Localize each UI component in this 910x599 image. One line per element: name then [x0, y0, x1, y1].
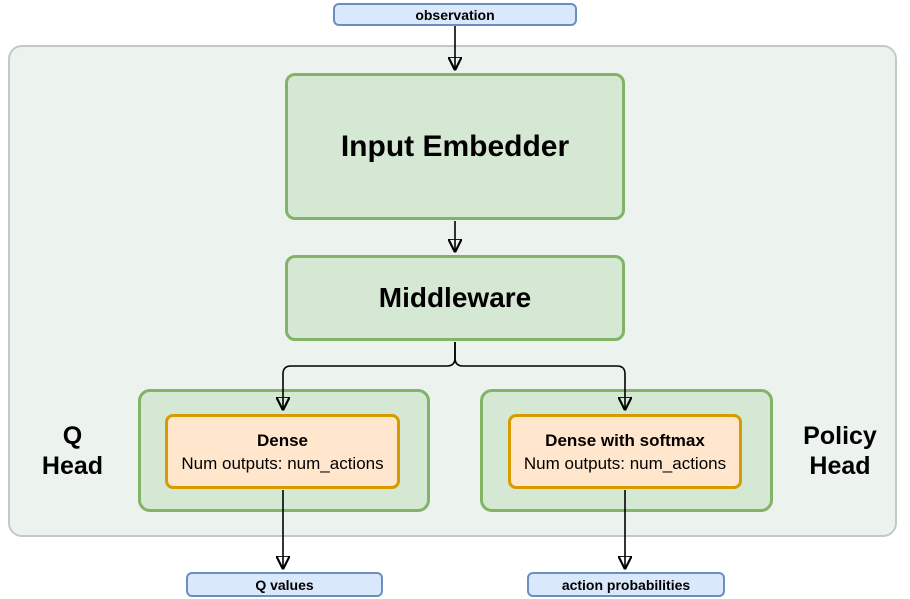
q-dense-subtitle: Num outputs: num_actions: [181, 453, 384, 473]
policy-head-label: Policy Head: [780, 415, 900, 487]
policy-head-label-line1: Policy: [803, 421, 877, 450]
q-head-dense-node: Dense Num outputs: num_actions: [165, 414, 400, 489]
observation-node: observation: [333, 3, 577, 26]
input-embedder-node: Input Embedder: [285, 73, 625, 220]
policy-head-label-line2: Head: [809, 452, 871, 480]
q-head-label-line2: Head: [41, 452, 104, 480]
q-values-node: Q values: [186, 572, 383, 597]
q-head-label: Q Head: [20, 415, 125, 487]
q-dense-title: Dense: [256, 430, 309, 450]
q-head-label-line1: Q: [62, 421, 83, 450]
policy-dense-subtitle: Num outputs: num_actions: [523, 453, 727, 473]
middleware-node: Middleware: [285, 255, 625, 341]
policy-head-dense-node: Dense with softmax Num outputs: num_acti…: [508, 414, 742, 489]
policy-dense-title: Dense with softmax: [545, 430, 705, 450]
action-probabilities-node: action probabilities: [527, 572, 725, 597]
